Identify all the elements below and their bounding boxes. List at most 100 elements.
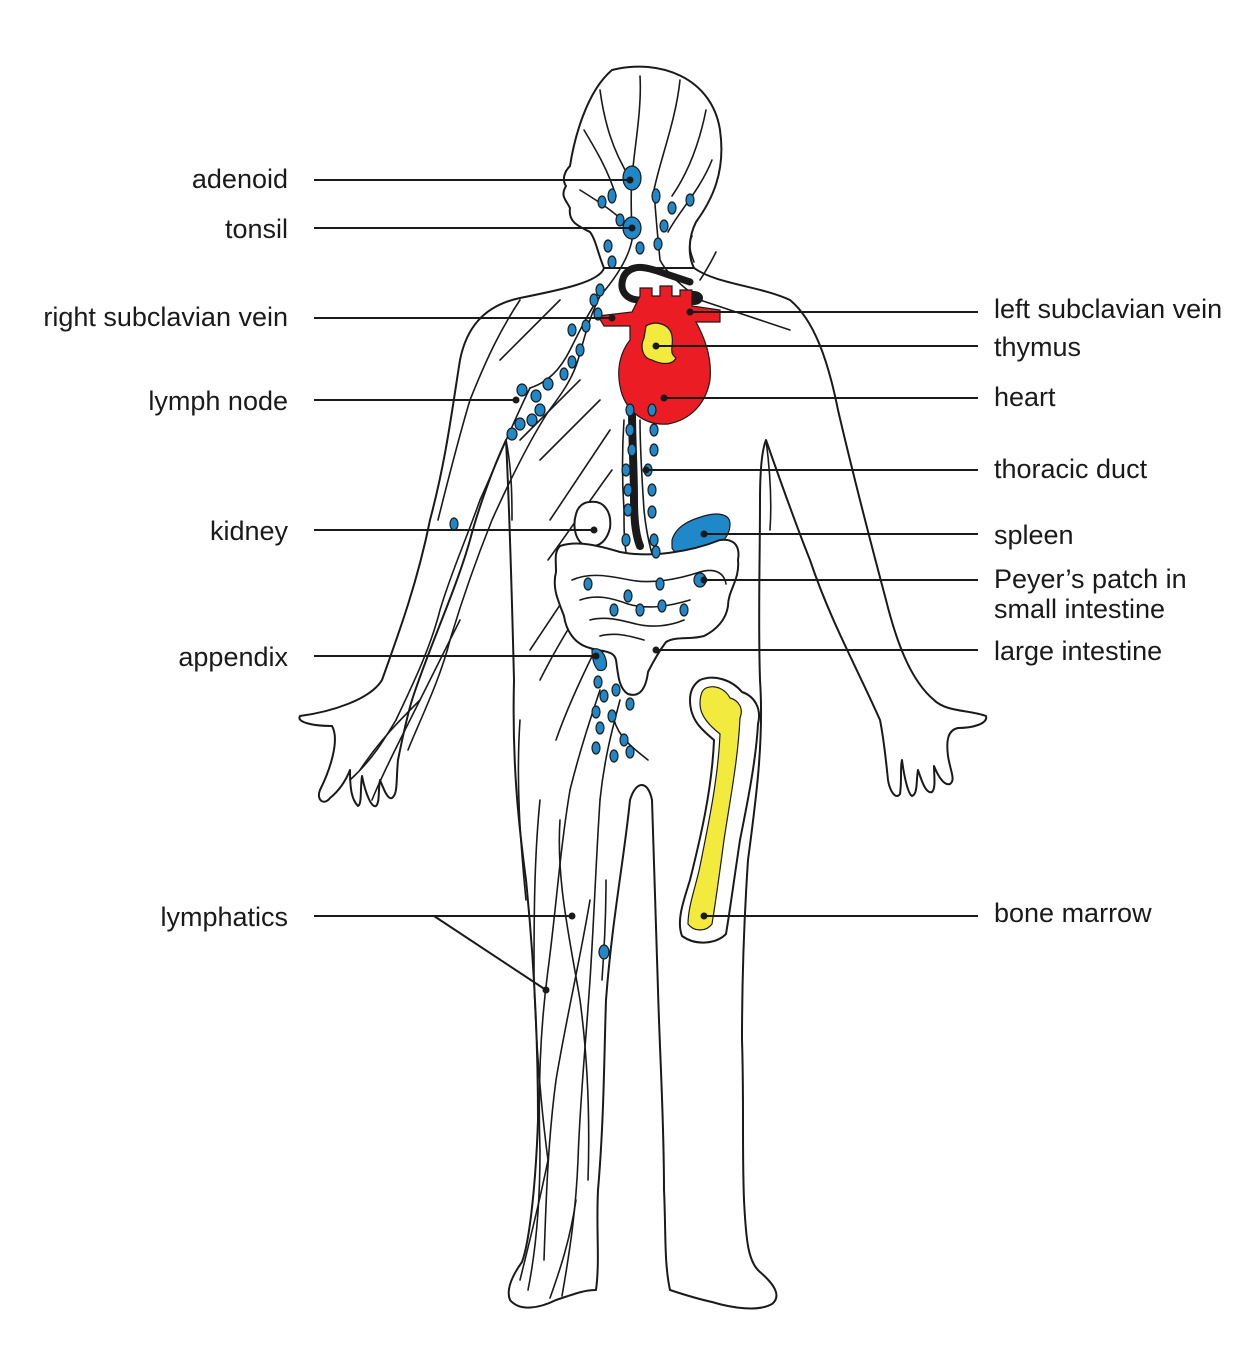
leader-lymphatics-branch xyxy=(433,915,547,991)
kidney xyxy=(573,500,612,548)
label-tonsil: tonsil xyxy=(225,214,288,244)
leader-lines xyxy=(314,176,978,994)
lymph-node xyxy=(595,721,605,735)
lymph-node xyxy=(607,709,617,723)
lymph-node xyxy=(516,383,528,397)
thymus xyxy=(641,322,677,365)
lymph-node xyxy=(506,427,518,441)
lymph-node xyxy=(567,323,577,337)
lymph-node xyxy=(559,367,569,381)
lymph-node xyxy=(534,403,546,417)
lymph-node xyxy=(593,675,603,689)
lymph-node xyxy=(609,603,619,617)
leader-appendix-dot xyxy=(592,652,600,660)
leader-right-subclavian-dot xyxy=(608,314,616,322)
lymph-node xyxy=(651,545,661,559)
lymph-node xyxy=(611,683,621,697)
subclavian-arch xyxy=(618,264,694,304)
leader-lymphatics-branch-dot xyxy=(542,986,550,994)
left-armpit-line xyxy=(765,439,772,531)
lymph-node xyxy=(597,195,607,209)
leader-thoracic-duct-dot xyxy=(642,466,650,474)
label-adenoid: adenoid xyxy=(192,164,288,194)
lymph-node xyxy=(635,241,645,255)
body-silhouette xyxy=(298,267,988,1310)
lymph-node xyxy=(625,697,635,711)
lymph-node xyxy=(649,423,659,437)
leader-large-intestine-dot xyxy=(652,646,660,654)
lymph-node xyxy=(530,389,542,403)
lymph-node xyxy=(623,503,633,517)
leader-lymph-node-dot xyxy=(512,396,520,404)
lymph-node xyxy=(653,237,663,251)
leader-adenoid-dot xyxy=(626,176,634,184)
lymph-node xyxy=(542,377,554,391)
lymph-node xyxy=(625,745,635,759)
lymph-node xyxy=(567,355,577,369)
lymph-node xyxy=(655,577,665,591)
label-bone-marrow: bone marrow xyxy=(994,898,1152,928)
lymph-node xyxy=(647,505,657,519)
lymph-node xyxy=(583,577,593,591)
label-large-intestine: large intestine xyxy=(994,636,1162,666)
labels-right: left subclavian vein thymus heart thorac… xyxy=(994,294,1222,928)
label-peyers-patch-line2: small intestine xyxy=(994,594,1165,624)
label-left-subclavian-vein: left subclavian vein xyxy=(994,294,1222,324)
lymph-node xyxy=(514,417,526,431)
leader-tonsil-dot xyxy=(628,224,636,232)
label-right-subclavian-vein: right subclavian vein xyxy=(43,302,288,332)
lymph-node xyxy=(575,343,585,357)
lymph-node xyxy=(607,255,617,269)
lymph-node xyxy=(651,188,661,204)
lymph-node xyxy=(649,443,659,457)
labels-left: adenoid tonsil right subclavian vein lym… xyxy=(43,164,288,932)
label-thoracic-duct: thoracic duct xyxy=(994,454,1148,484)
lymph-node xyxy=(595,283,605,297)
lymph-node xyxy=(599,689,609,703)
lymph-node xyxy=(667,201,677,215)
leader-spleen-dot xyxy=(700,530,708,538)
label-lymphatics: lymphatics xyxy=(160,902,288,932)
lymph-node xyxy=(647,403,657,417)
lymph-node xyxy=(659,219,669,233)
lymph-node xyxy=(657,599,667,613)
lymph-node xyxy=(635,603,645,617)
lymph-node xyxy=(621,533,631,547)
lymph-node xyxy=(685,193,695,207)
lymph-node xyxy=(609,749,619,763)
lymph-node xyxy=(649,533,659,547)
leader-lymphatics-dot xyxy=(568,912,576,920)
lymph-node xyxy=(526,413,538,427)
lymph-node xyxy=(615,213,625,227)
lymph-node xyxy=(679,603,689,617)
label-thymus: thymus xyxy=(994,332,1081,362)
lymph-node xyxy=(591,705,601,719)
right-armpit-line xyxy=(505,439,513,521)
lymph-node xyxy=(607,188,617,204)
lymph-node xyxy=(603,239,613,253)
lymph-node xyxy=(627,443,637,457)
lymph-node xyxy=(623,589,633,603)
lymph-node xyxy=(591,741,601,755)
lymph-node xyxy=(589,293,599,307)
leader-left-subclavian-dot xyxy=(686,308,694,316)
leader-heart-dot xyxy=(660,394,668,402)
leader-peyers-patch-dot xyxy=(700,576,708,584)
lymph-node xyxy=(647,483,657,497)
label-lymph-node: lymph node xyxy=(148,386,288,416)
label-peyers-patch-line1: Peyer’s patch in xyxy=(994,564,1187,594)
lymph-node xyxy=(598,944,610,960)
head-outline xyxy=(562,65,723,269)
leader-kidney-dot xyxy=(590,526,598,534)
lymph-node xyxy=(625,423,635,437)
leader-bone-marrow-dot xyxy=(700,912,708,920)
label-heart: heart xyxy=(994,382,1056,412)
bone-marrow xyxy=(687,686,742,931)
lymph-node xyxy=(621,463,631,477)
body-outline xyxy=(298,65,988,1310)
label-kidney: kidney xyxy=(210,516,289,546)
lymph-node xyxy=(581,319,591,333)
lymph-node xyxy=(623,483,633,497)
